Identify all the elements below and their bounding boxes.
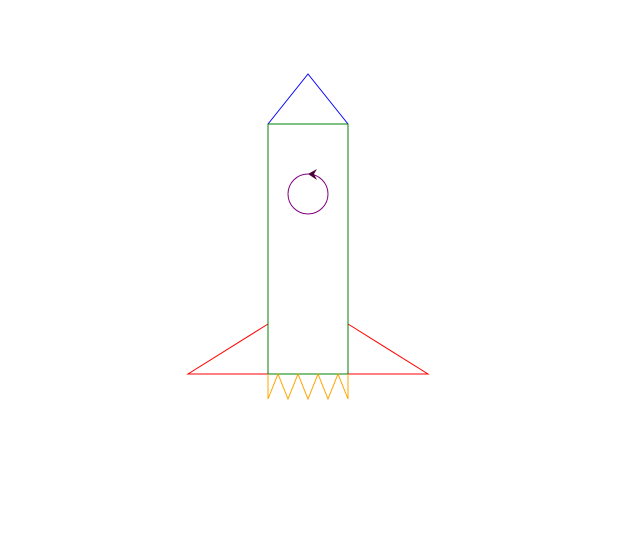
rocket-exhaust-flame	[267, 372, 349, 401]
rocket-body	[267, 123, 349, 375]
turtle-pointer-icon	[308, 169, 317, 180]
rocket-nose-cone	[267, 73, 349, 125]
rocket-left-fin	[186, 323, 269, 375]
rocket-right-fin	[347, 323, 430, 375]
rocket-window	[287, 173, 329, 215]
